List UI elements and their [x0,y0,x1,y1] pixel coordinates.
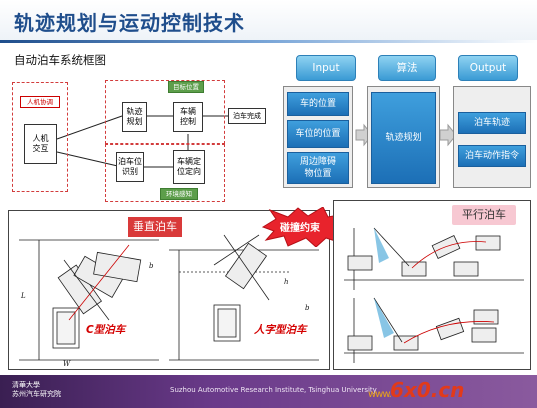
footer-logo-line1: 清華大學 [12,381,40,389]
collision-label: 碰撞约束 [280,223,320,234]
page-title: 轨迹规划与运动控制技术 [14,11,245,35]
planning-group [105,80,225,144]
vertical-parking-label: 垂直泊车 [128,217,182,237]
footer-logo-line2: 苏州汽车研究院 [12,390,61,398]
svg-text:h: h [284,278,289,286]
trajectory-block: 轨迹 规划 [122,102,147,132]
output-parking-trajectory: 泊车轨迹 [458,112,526,134]
footer-bar [0,375,537,408]
input-obstacle-position: 周边障碍 物位置 [287,152,349,184]
localization-block: 车辆定 位定向 [173,150,205,184]
parallel-parking-drawing [344,227,524,363]
input-car-position: 车的位置 [287,92,349,116]
env-sensing-tag: 环境感知 [160,188,198,200]
target-tag: 目标位置 [168,81,204,93]
svg-text:b: b [149,262,154,270]
title-rule [0,40,537,43]
output-parking-commands: 泊车动作指令 [458,145,526,167]
parking-done-block: 泊车完成 [228,108,266,124]
header-input: Input [296,55,356,81]
vehicle-control-block: 车辆 控制 [173,102,203,132]
footer-logo: 清華大學 苏州汽车研究院 [12,381,61,399]
title-bar [0,0,537,40]
svg-text:b: b [305,304,310,312]
ren-type-label: 人字型泊车 [254,324,307,336]
header-output: Output [458,55,518,81]
block-diagram-title: 自动泊车系统框图 [14,53,106,67]
c-type-label: C型泊车 [86,324,126,336]
spot-recognition-block: 泊车位 识别 [116,152,144,182]
svg-text:L: L [20,292,26,300]
input-slot-position: 车位的位置 [287,120,349,148]
footer-institute: Suzhou Automotive Research Institute, Ts… [170,386,377,394]
output-column [453,86,531,188]
vertical-parking-drawing: L W b h b [19,234,319,368]
hmi-group [12,82,68,192]
header-algorithm: 算法 [378,55,436,81]
svg-text:W: W [63,360,71,368]
watermark-prefix: www. [368,389,392,400]
hmi-block: 人机 交互 [24,124,57,164]
human-input-tag: 人机协调 [20,96,60,108]
algorithm-trajectory-planning: 轨迹规划 [371,92,436,184]
block-diagram: 人机协调 人机 交互 目标位置 轨迹 规划 车辆 控制 泊车完成 泊车位 识别 … [10,72,270,202]
parallel-parking-label: 平行泊车 [452,205,516,225]
watermark: 6x0.cn [390,378,465,402]
sensing-group [105,144,225,202]
